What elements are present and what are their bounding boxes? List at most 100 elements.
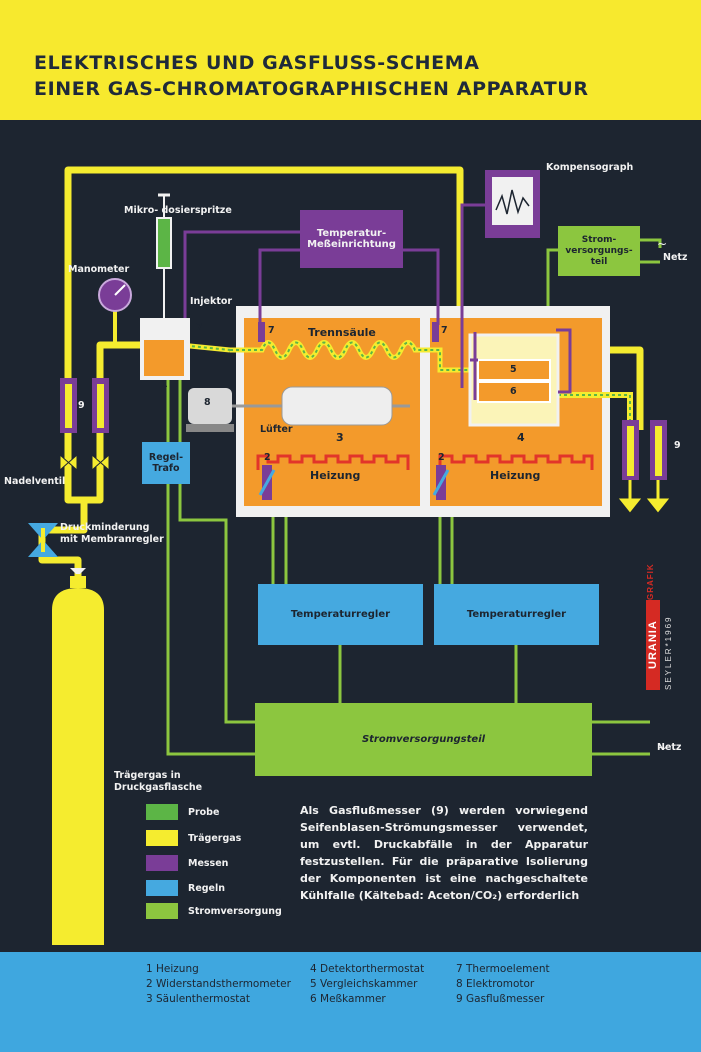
flow-meter-left-b-tube (97, 384, 104, 428)
measuring-lines (183, 203, 572, 400)
footer-item: 8 Elektromotor (456, 978, 535, 990)
number-7a: 7 (268, 325, 275, 336)
credit-urania: URANIA (646, 600, 660, 690)
flow-meter-left-a-tube (65, 384, 72, 428)
label-kompensograph: Kompensograph (546, 162, 634, 173)
flow-meter-right-a-tube (627, 426, 634, 476)
legend-label-messen: Messen (188, 858, 229, 869)
power-lines (166, 238, 662, 756)
micro-syringe (156, 193, 172, 340)
thermocouple-7b (432, 322, 439, 342)
footer-item: 9 Gasflußmesser (456, 993, 545, 1005)
thermocouple-7a (258, 322, 265, 342)
label-druckminderung: Druckminderung (60, 522, 150, 533)
label-trennsaeule: Trennsäule (308, 326, 376, 339)
label-stromversorgungsteil-big: Stromversorgungsteil (361, 734, 486, 745)
legend-swatch-probe (146, 804, 178, 820)
power-line (178, 484, 255, 724)
footer-item: 3 Säulenthermostat (146, 993, 250, 1005)
label-traegergas: Trägergas in (114, 770, 181, 781)
manometer-gauge (98, 278, 132, 345)
injector-heater (144, 340, 184, 376)
carrier-gas-line (96, 341, 145, 378)
chamber-5 (477, 359, 551, 381)
label-druckgasflasche: Druckgasflasche (114, 782, 203, 793)
footer-band (0, 952, 701, 1052)
cylinder-handle (70, 568, 86, 574)
label-heizung-right: Heizung (490, 469, 541, 482)
page-title: ELEKTRISCHES UND GASFLUSS-SCHEMA EINER G… (34, 50, 674, 102)
label-membranregler: mit Membranregler (60, 534, 164, 545)
footer-item: 7 Thermoelement (456, 963, 550, 975)
legend-label-traegergas: Trägergas (188, 833, 242, 844)
number-5: 5 (510, 364, 517, 375)
heater-coil-right (438, 454, 594, 470)
netz-tilde-top: ~ (657, 237, 667, 251)
temp-measuring-box (300, 210, 403, 268)
footer-item: 2 Widerstandsthermometer (146, 978, 291, 990)
footer-list-2: 4 Detektorthermostat 5 Vergleichskammer … (310, 962, 424, 1007)
power-line (166, 484, 255, 756)
label-stromversorgungsteil-small: Strom-versorgungs-teil (565, 234, 633, 267)
heater-coil-left (256, 454, 410, 470)
outlet-arrow-b (646, 480, 670, 513)
legend-label-stromversorgung: Stromversorgung (188, 906, 282, 917)
legend-label-probe: Probe (188, 807, 220, 818)
outlet-arrow-a (618, 480, 642, 513)
power-line (546, 248, 558, 330)
fan-motor (186, 386, 410, 432)
label-manometer: Manometer (68, 264, 130, 275)
manometer-needle (114, 284, 126, 296)
measuring-line (258, 248, 300, 325)
number-9b: 9 (674, 440, 681, 451)
number-2a: 2 (264, 452, 271, 463)
label-luefter: Lüfter (260, 424, 293, 435)
footer-item: 1 Heizung (146, 963, 199, 975)
cylinder-body (52, 588, 104, 945)
title-line-2: EINER GAS-CHROMATOGRAPHISCHEN APPARATUR (34, 78, 589, 100)
fan-rotor (281, 386, 393, 426)
measuring-line (556, 328, 572, 394)
title-line-1: ELEKTRISCHES UND GASFLUSS-SCHEMA (34, 52, 480, 74)
needle-valve-right (91, 453, 110, 472)
gas-cylinder (52, 568, 104, 945)
label-temp-messeinrichtung: Temperatur-Meßeinrichtung (307, 228, 396, 250)
power-supply-main (255, 703, 592, 776)
footer-list-1: 1 Heizung 2 Widerstandsthermometer 3 Säu… (146, 962, 291, 1007)
power-supply-small (558, 226, 640, 276)
power-line (640, 238, 662, 248)
footer-item: 5 Vergleichskammer (310, 978, 418, 990)
motor-body (188, 388, 232, 424)
label-nadelventil: Nadelventil (4, 476, 66, 487)
detector-chambers (468, 333, 560, 427)
chamber-6 (477, 381, 551, 403)
kompensograph-trace (495, 189, 530, 215)
cylinder-valve (70, 576, 86, 588)
legend-swatch-traegergas (146, 830, 178, 846)
label-mikrodosierspritze: Mikro- dosierspritze (124, 205, 232, 216)
label-regel-trafo: Regel-Trafo (148, 452, 184, 474)
detector-outlet-sample (558, 394, 631, 430)
label-netz-top: Netz (663, 252, 688, 263)
flow-meter-right-b-tube (655, 426, 662, 476)
number-1: 1 (161, 379, 168, 390)
temp-controller-right-box (434, 584, 599, 645)
sample-path (230, 341, 470, 371)
netz-tilde-bottom: ~ (657, 741, 667, 755)
label-injektor: Injektor (190, 296, 233, 307)
credit-seyler: SEYLER*1969 (664, 615, 673, 690)
number-2b: 2 (438, 452, 445, 463)
measuring-line (403, 248, 440, 325)
thermometer-marker-2a (258, 469, 276, 496)
label-heizung-left: Heizung (310, 469, 361, 482)
gas-flow-note: Als Gasflußmesser (9) werden vorwiegend … (300, 804, 588, 902)
label-netz-bottom: Netz (657, 742, 682, 753)
motor-base (186, 424, 234, 432)
credit-grafik: GRAFIK (646, 563, 655, 600)
number-7c: 7 (196, 322, 203, 333)
temp-controller-left-box (258, 584, 423, 645)
legend-swatch-stromversorgung (146, 903, 178, 919)
measuring-line (460, 203, 485, 388)
legend-swatch-messen (146, 855, 178, 871)
